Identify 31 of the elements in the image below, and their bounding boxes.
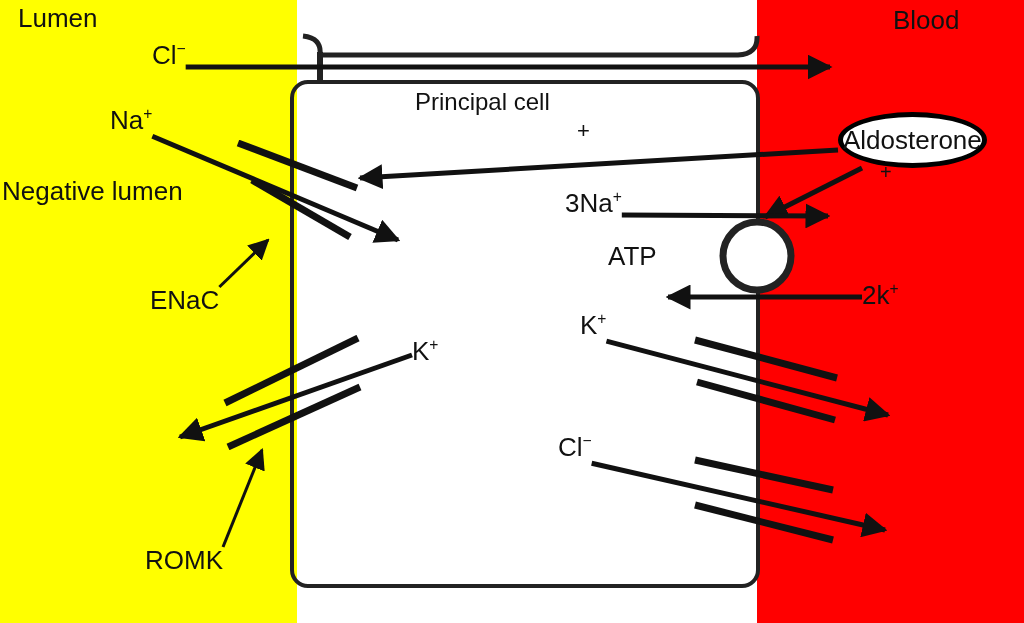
ion-label: K$^{+}$ — [412, 336, 439, 368]
arrow — [605, 338, 891, 422]
text-label: Negative lumen — [2, 176, 183, 208]
ion-label: Cl$^{−}$ — [152, 40, 186, 72]
text-label: ATP — [608, 241, 657, 273]
ion-label: K$^{+}$ — [580, 310, 607, 342]
ion-channel-drawing — [222, 335, 362, 450]
arrow — [177, 352, 413, 442]
channel-label: ENaC — [150, 285, 220, 317]
cell-label: Principal cell — [415, 88, 550, 117]
blood-region — [757, 0, 1024, 623]
ion-label: Cl$^{−}$ — [558, 432, 592, 464]
pump-symbol — [718, 217, 796, 295]
arrow — [185, 54, 833, 80]
ion-label: Na$^{+}$ — [110, 105, 153, 137]
region-label: Blood — [893, 5, 960, 37]
ion-channel-drawing — [235, 140, 360, 240]
leader-line — [221, 448, 265, 548]
ion-label: 2k$^{+}$ — [862, 280, 899, 312]
region-label: Lumen — [18, 3, 98, 35]
hormone-ellipse: Aldosterone — [838, 112, 987, 168]
arrow — [151, 133, 401, 243]
arrow — [665, 284, 862, 310]
arrow — [621, 203, 831, 229]
ion-label: 3Na$^{+}$ — [565, 188, 622, 220]
plus-sign: + — [577, 118, 590, 145]
arrow — [357, 147, 839, 190]
channel-label: ROMK — [145, 545, 223, 577]
lumen-region — [0, 0, 297, 623]
arrow — [591, 460, 888, 538]
leader-line — [218, 238, 270, 289]
